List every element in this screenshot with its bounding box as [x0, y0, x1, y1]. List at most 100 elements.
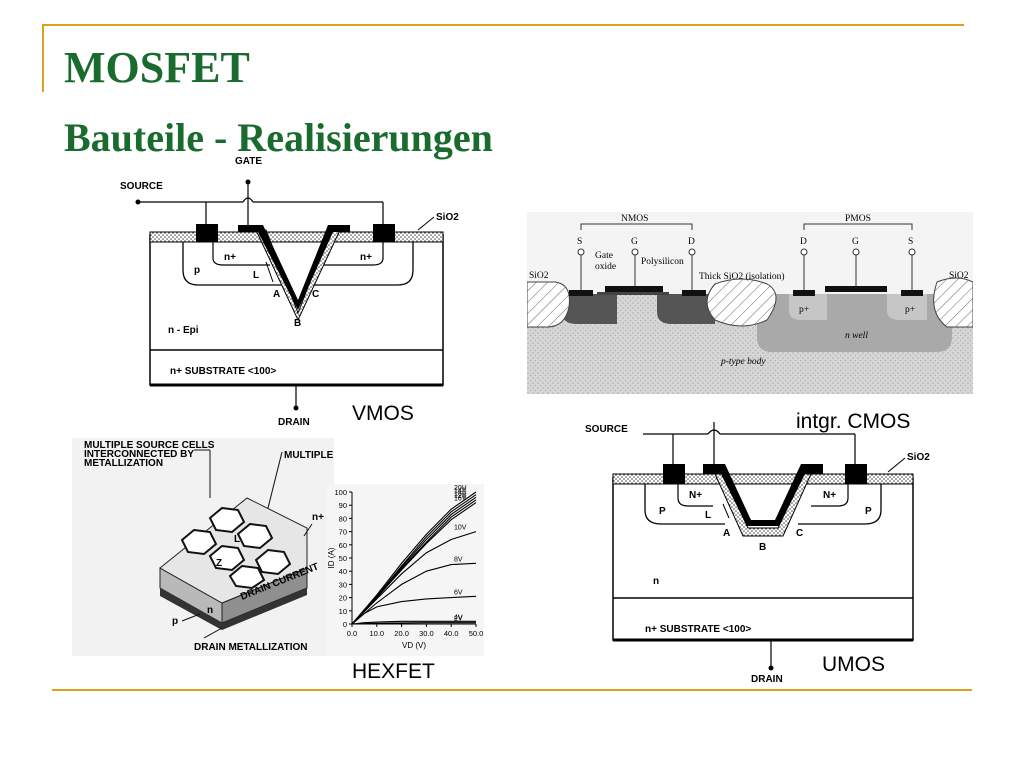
cmos-gate-oxide-label-2: oxide: [595, 262, 616, 272]
y-tick-label: 50: [339, 554, 347, 563]
cmos-pplus-right: p+: [905, 305, 915, 315]
cmos-polysilicon-label: Polysilicon: [641, 257, 684, 267]
umos-p-left: P: [659, 506, 666, 517]
left-rule: [42, 24, 44, 92]
vmos-c-label: C: [312, 289, 319, 300]
hexfet-multiple-cells-label: MULTIPLE SOURCE CELLS: [284, 450, 334, 461]
x-tick-label: 50.0: [469, 629, 484, 638]
vmos-gate-label: GATE: [235, 156, 262, 167]
bottom-rule: [52, 689, 972, 691]
umos-substrate-label: n+ SUBSTRATE <100>: [645, 624, 751, 635]
cmos-gate-oxide-label-1: Gate: [595, 251, 613, 261]
cmos-pplus-left: p+: [799, 305, 809, 315]
vmos-sio2-label: SiO2: [436, 212, 459, 223]
hexfet-caption: HEXFET: [352, 660, 435, 683]
x-tick-label: 20.0: [394, 629, 409, 638]
umos-c-label: C: [796, 528, 803, 539]
vmos-source-label: SOURCE: [120, 181, 163, 192]
vmos-nplus-left: n+: [224, 252, 236, 263]
series-line-18V: [351, 496, 477, 625]
umos-p-right: P: [865, 506, 872, 517]
umos-nplus-right: N+: [823, 490, 836, 501]
cmos-sio2-left: SiO2: [529, 271, 549, 281]
series-label-18V: 18V: [454, 490, 467, 497]
umos-b-label: B: [759, 542, 766, 553]
y-tick-label: 40: [339, 567, 347, 576]
hexfet-l-label: L: [234, 534, 240, 545]
vmos-l-label: L: [253, 270, 259, 281]
x-tick-label: 40.0: [444, 629, 459, 638]
hexfet-drain-metal-label: DRAIN METALLIZATION: [194, 642, 308, 653]
vmos-epi-label: n - Epi: [168, 325, 199, 336]
y-tick-label: 0: [343, 620, 347, 629]
cmos-nmos-s: S: [577, 237, 582, 247]
hexfet-cells-label-1: MULTIPLE SOURCE CELLS: [84, 440, 215, 451]
slide-title: MOSFET: [64, 43, 250, 92]
series-line-6V: [351, 595, 477, 625]
hexfet-cells-label-3: METALLIZATION: [84, 458, 163, 469]
series-line-20V: [351, 491, 477, 625]
cmos-nmos-label: NMOS: [621, 214, 648, 224]
hexfet-chart: 0 10 20 30 40 50 60 70 80 90 100 0.0 10.0 20.0 30.0 40.…: [326, 484, 484, 656]
cmos-nwell-label: n well: [845, 331, 868, 341]
series-line-10V: [351, 531, 477, 625]
y-axis-label: ID (A): [327, 547, 336, 568]
cmos-figure: NMOS PMOS S G D D G S Gate oxide Polysil…: [527, 212, 973, 394]
y-tick-label: 70: [339, 528, 347, 537]
top-rule: [42, 24, 964, 26]
cmos-pmos-label: PMOS: [845, 214, 871, 224]
hexfet-z-label: Z: [216, 558, 222, 569]
cmos-thick-sio2-label: Thick SiO2 (isolation): [699, 271, 785, 282]
umos-nplus-left: N+: [689, 490, 702, 501]
cmos-nmos-g: G: [631, 237, 638, 247]
y-tick-label: 20: [339, 594, 347, 603]
hexfet-n-label: n: [207, 605, 213, 616]
cmos-pmos-g: G: [852, 237, 859, 247]
series-line-2V: [351, 622, 476, 625]
hexfet-nplus-label: n+: [312, 512, 324, 523]
vmos-p-label: p: [194, 265, 200, 276]
hexfet-p-label: p: [172, 616, 178, 627]
series-label-20V: 20V: [454, 485, 467, 492]
umos-n-label: n: [653, 576, 659, 587]
vmos-substrate-label: n+ SUBSTRATE <100>: [170, 366, 276, 377]
y-tick-label: 60: [339, 541, 347, 550]
vmos-nplus-right: n+: [360, 252, 372, 263]
y-tick-label: 90: [339, 501, 347, 510]
series-label-4V: 4V: [454, 614, 463, 621]
x-tick-label: 30.0: [419, 629, 434, 638]
y-tick-label: 80: [339, 514, 347, 523]
slide-subtitle: Bauteile - Realisierungen: [64, 115, 493, 160]
x-tick-label: 0.0: [347, 629, 357, 638]
series-line-8V: [351, 562, 477, 625]
cmos-body-label: p-type body: [720, 357, 766, 367]
umos-source-label: SOURCE: [585, 424, 628, 435]
umos-caption: UMOS: [822, 653, 885, 676]
y-tick-label: 10: [339, 607, 347, 616]
series-label-6V: 6V: [454, 589, 463, 596]
cmos-sio2-right: SiO2: [949, 271, 969, 281]
vmos-drain-label: DRAIN: [278, 417, 310, 428]
series-label-2V: 2V: [454, 616, 463, 623]
series-line-4V: [351, 620, 476, 625]
y-tick-label: 30: [339, 580, 347, 589]
umos-a-label: A: [723, 528, 730, 539]
series-label-16V: 16V: [454, 496, 467, 503]
series-label-8V: 8V: [454, 556, 463, 563]
y-tick-label: 100: [334, 488, 347, 497]
hexfet-cells-label-2: INTERCONNECTED BY: [84, 449, 194, 460]
x-tick-label: 10.0: [369, 629, 384, 638]
umos-figure: SOURCE SiO2 N+ N+ P P L A C B n n+ SUBST…: [583, 418, 963, 686]
cmos-caption: intgr. CMOS: [796, 410, 911, 433]
series-label-14V: 14V: [454, 488, 467, 495]
vmos-figure: GATE SOURCE SiO2 n+ n+ p L A C B n - Epi…: [118, 150, 463, 430]
cmos-pmos-d: D: [800, 237, 807, 247]
cmos-pmos-s: S: [908, 237, 913, 247]
vmos-caption: VMOS: [352, 402, 414, 425]
cmos-nmos-d: D: [688, 237, 695, 247]
x-axis-label: VD (V): [402, 641, 426, 650]
vmos-b-label: B: [294, 318, 301, 329]
vmos-a-label: A: [273, 289, 280, 300]
umos-l-label: L: [705, 510, 711, 521]
series-label-12V: 12V: [454, 493, 467, 500]
